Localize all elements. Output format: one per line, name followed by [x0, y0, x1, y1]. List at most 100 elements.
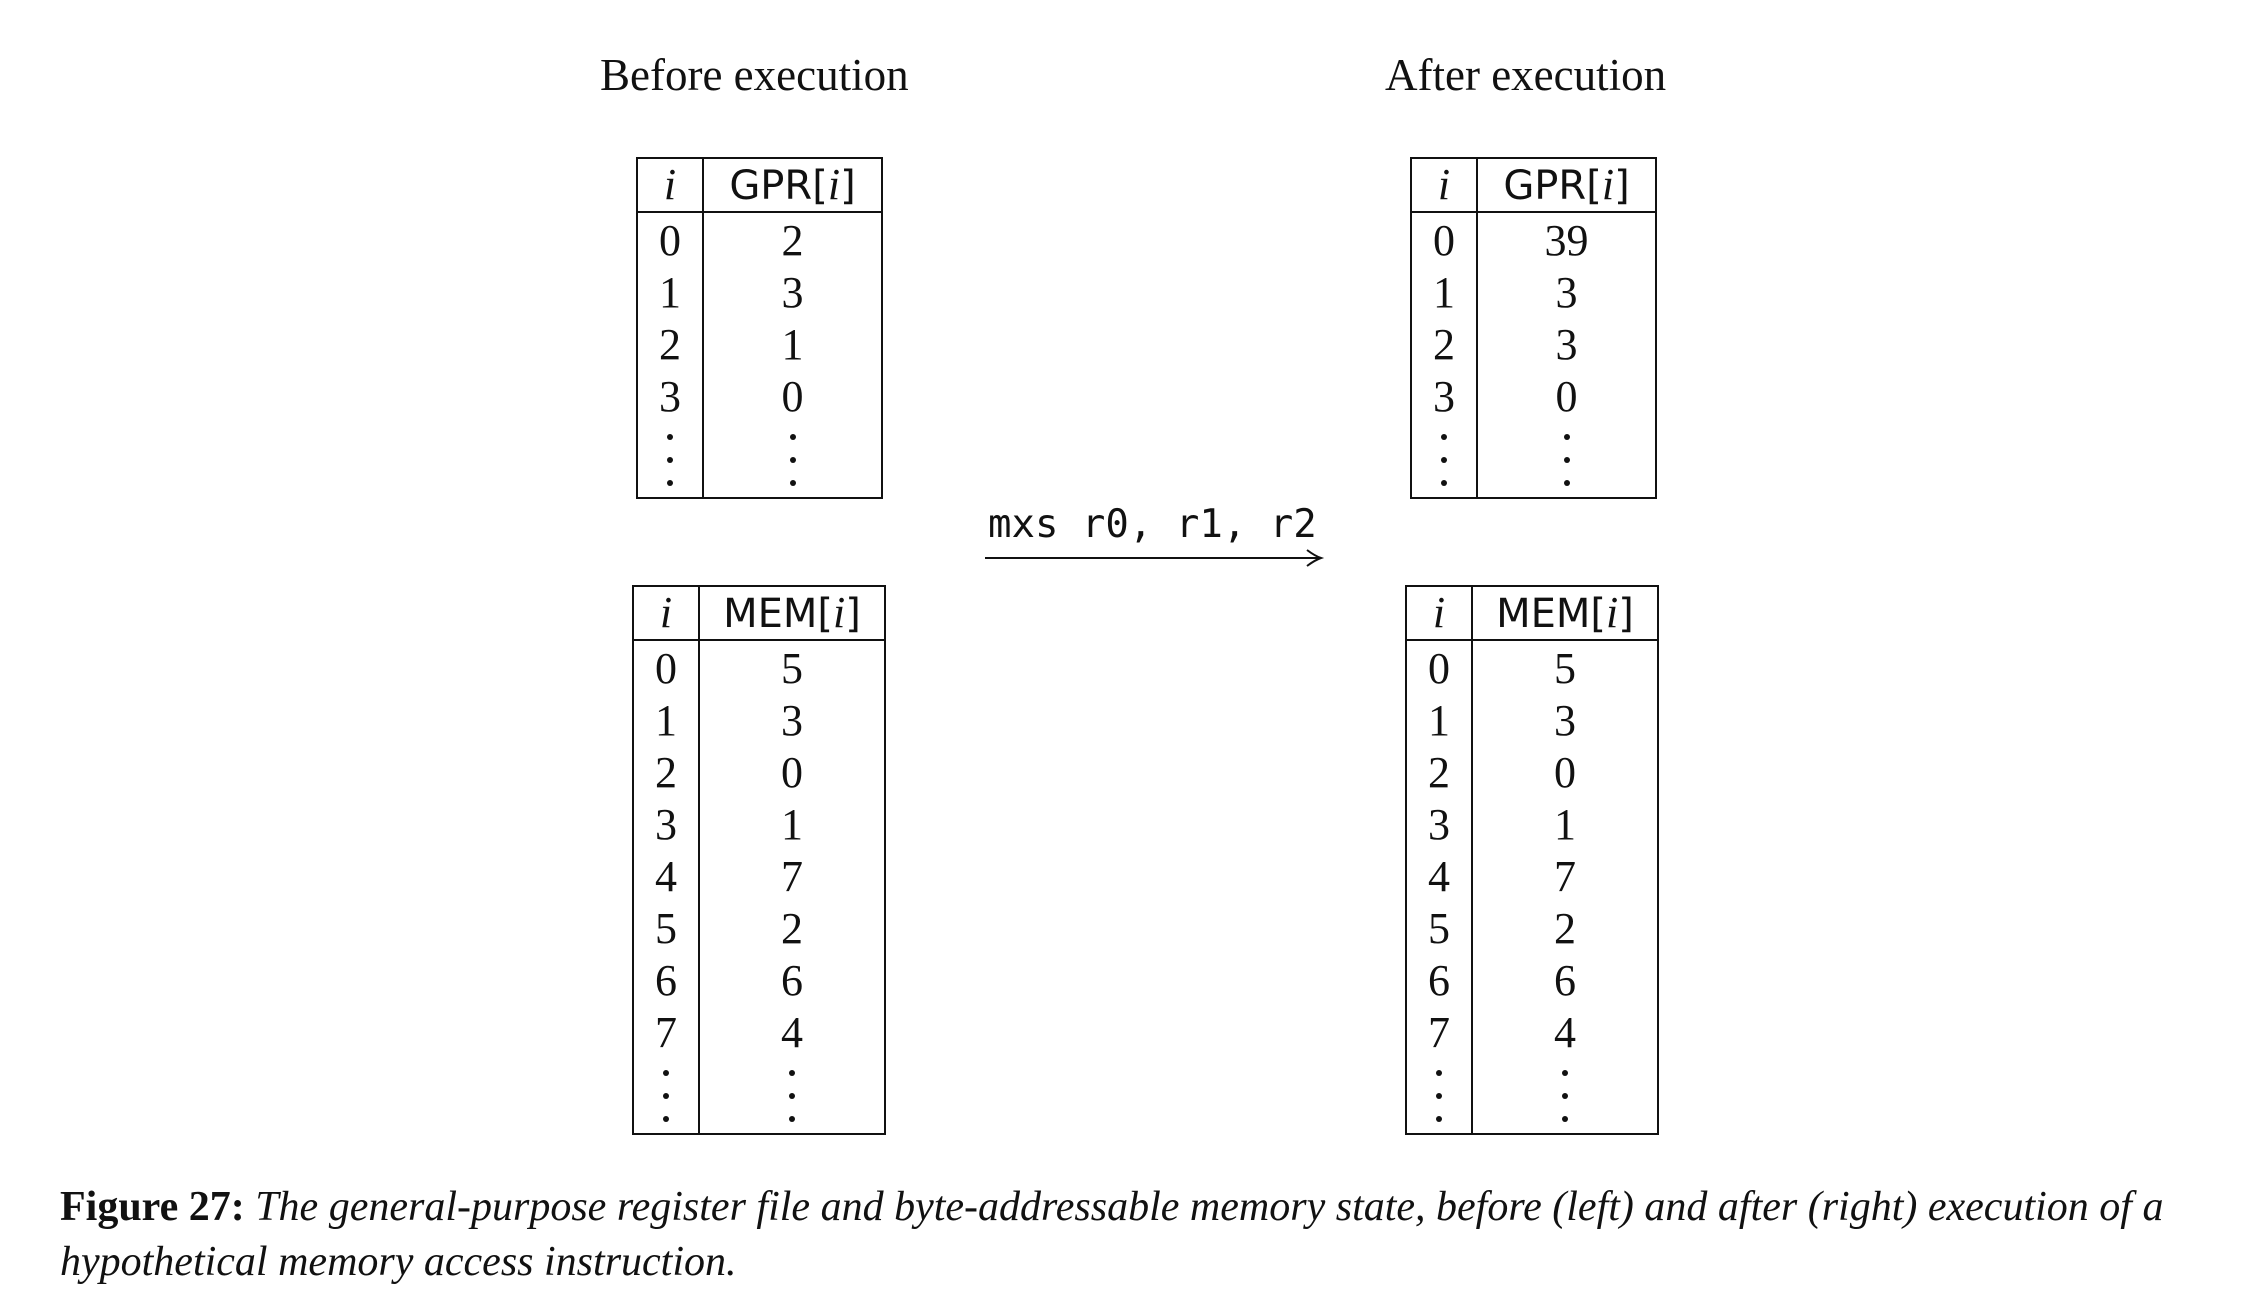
value-cell: 6 — [781, 956, 803, 1005]
value-cell: 4 — [1554, 1008, 1576, 1057]
index-cell: 6 — [633, 955, 700, 1007]
header-index-var: i — [833, 588, 846, 637]
index-cell: 5 — [1406, 903, 1473, 955]
header-name: MEM[ — [1496, 591, 1607, 637]
value-cell: 2 — [781, 216, 804, 265]
index-cell: 6 — [1406, 955, 1473, 1007]
gpr-column-header: GPR[i] — [1477, 158, 1656, 213]
vertical-ellipsis-icon — [637, 423, 704, 498]
value-cell: 2 — [1554, 904, 1576, 953]
index-cell: 1 — [1406, 695, 1473, 747]
vertical-ellipsis-icon — [1477, 423, 1656, 498]
index-cell: 2 — [1406, 747, 1473, 799]
value-cell: 5 — [781, 644, 803, 693]
index-cell: 0 — [633, 640, 700, 695]
index-cell: 1 — [1411, 267, 1478, 319]
table-header-row: i MEM[i] — [1406, 586, 1658, 641]
ellipsis-row — [637, 423, 882, 498]
value-cell: 5 — [1554, 644, 1576, 693]
figure-caption: Figure 27: The general-purpose register … — [60, 1180, 2230, 1290]
index-column-header: i — [637, 158, 704, 213]
index-cell: 3 — [1411, 371, 1478, 423]
header-name: GPR[ — [729, 163, 828, 209]
header-close-bracket: ] — [1614, 163, 1630, 209]
header-index-var: i — [1606, 588, 1619, 637]
index-cell: 0 — [1411, 212, 1478, 267]
vertical-ellipsis-icon — [1472, 1059, 1658, 1134]
heading-after: After execution — [1385, 50, 1667, 100]
index-column-header: i — [1411, 158, 1478, 213]
index-column-header: i — [1406, 586, 1473, 641]
value-cell: 1 — [781, 800, 803, 849]
ellipsis-row — [1411, 423, 1656, 498]
vertical-ellipsis-icon — [699, 1059, 885, 1134]
value-cell: 3 — [1555, 268, 1578, 317]
table-row: 0 39 — [1411, 212, 1656, 267]
header-index-var: i — [827, 160, 841, 209]
mem-column-header: MEM[i] — [1472, 586, 1658, 641]
index-cell: 4 — [1406, 851, 1473, 903]
caption-label: Figure 27: — [60, 1184, 245, 1230]
value-cell: 3 — [781, 696, 803, 745]
value-cell: 2 — [781, 904, 803, 953]
value-cell: 3 — [1555, 320, 1578, 369]
value-cell: 0 — [1555, 372, 1578, 421]
ellipsis-row — [1406, 1059, 1658, 1134]
index-cell: 1 — [633, 695, 700, 747]
index-cell: 7 — [1406, 1007, 1473, 1059]
value-cell: 3 — [1554, 696, 1576, 745]
index-cell: 4 — [633, 851, 700, 903]
index-cell: 3 — [637, 371, 704, 423]
index-cell: 2 — [637, 319, 704, 371]
value-cell: 3 — [781, 268, 804, 317]
index-cell: 0 — [1406, 640, 1473, 695]
instruction-label: mxs r0, r1, r2 — [988, 502, 1317, 547]
value-cell: 0 — [781, 372, 804, 421]
index-cell: 1 — [637, 267, 704, 319]
ellipsis-row — [633, 1059, 885, 1134]
header-index-var: i — [1601, 160, 1615, 209]
header-name: GPR[ — [1503, 163, 1602, 209]
mem-column-header: MEM[i] — [699, 586, 885, 641]
index-column-header: i — [633, 586, 700, 641]
table-header-row: i GPR[i] — [637, 158, 882, 213]
table-header-row: i GPR[i] — [1411, 158, 1656, 213]
value-cell: 0 — [781, 748, 803, 797]
vertical-ellipsis-icon — [633, 1059, 700, 1134]
header-close-bracket: ] — [1618, 591, 1634, 637]
value-cell: 1 — [1554, 800, 1576, 849]
right-arrow-icon — [985, 549, 1325, 567]
header-close-bracket: ] — [840, 163, 856, 209]
value-cell: 6 — [1554, 956, 1576, 1005]
index-cell: 2 — [1411, 319, 1478, 371]
index-cell: 3 — [1406, 799, 1473, 851]
table-header-row: i MEM[i] — [633, 586, 885, 641]
index-cell: 2 — [633, 747, 700, 799]
header-close-bracket: ] — [845, 591, 861, 637]
index-cell: 3 — [633, 799, 700, 851]
gpr-column-header: GPR[i] — [703, 158, 882, 213]
value-cell: 0 — [1554, 748, 1576, 797]
value-cell: 4 — [781, 1008, 803, 1057]
value-cell: 39 — [1544, 216, 1589, 265]
